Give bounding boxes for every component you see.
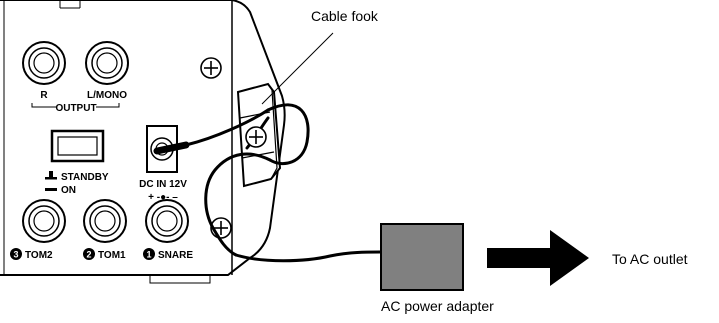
jack-snare bbox=[145, 199, 189, 243]
jack-tom1 bbox=[83, 199, 127, 243]
standby-switch[interactable] bbox=[50, 129, 105, 163]
label-ac-outlet: To AC outlet bbox=[612, 251, 688, 267]
label-standby: STANDBY bbox=[61, 172, 109, 183]
label-tom2: TOM2 bbox=[25, 250, 53, 261]
label-dc-in: DC IN 12V bbox=[139, 179, 187, 190]
label-out-r: R bbox=[40, 90, 48, 101]
label-tom1: TOM1 bbox=[98, 250, 126, 261]
screw-icon bbox=[210, 217, 232, 239]
badge-2: 2 bbox=[83, 248, 95, 260]
jack-out-r bbox=[22, 41, 66, 85]
hook-screw-icon bbox=[245, 126, 267, 148]
output-bracket bbox=[31, 103, 120, 108]
svg-text:2: 2 bbox=[86, 250, 91, 260]
screw-icon bbox=[200, 57, 222, 79]
label-on: ON bbox=[61, 185, 76, 196]
svg-text:1: 1 bbox=[146, 250, 151, 260]
ac-adapter bbox=[380, 223, 464, 291]
arrow-right-icon bbox=[487, 230, 589, 286]
device-panel bbox=[0, 0, 286, 284]
svg-text:3: 3 bbox=[13, 250, 18, 260]
callout-leader bbox=[261, 32, 334, 105]
label-output: OUTPUT bbox=[55, 103, 96, 114]
switch-down-icon bbox=[45, 188, 57, 191]
jack-out-lmono bbox=[85, 41, 129, 85]
badge-1: 1 bbox=[143, 248, 155, 260]
badge-3: 3 bbox=[10, 248, 22, 260]
label-ac-adapter: AC power adapter bbox=[381, 298, 494, 314]
switch-up-icon bbox=[45, 171, 57, 180]
label-polarity: + -●- – bbox=[148, 192, 178, 203]
jack-tom2 bbox=[22, 199, 66, 243]
label-cable-hook: Cable fook bbox=[311, 8, 379, 24]
label-out-lmono: L/MONO bbox=[87, 90, 127, 101]
label-snare: SNARE bbox=[158, 250, 193, 261]
